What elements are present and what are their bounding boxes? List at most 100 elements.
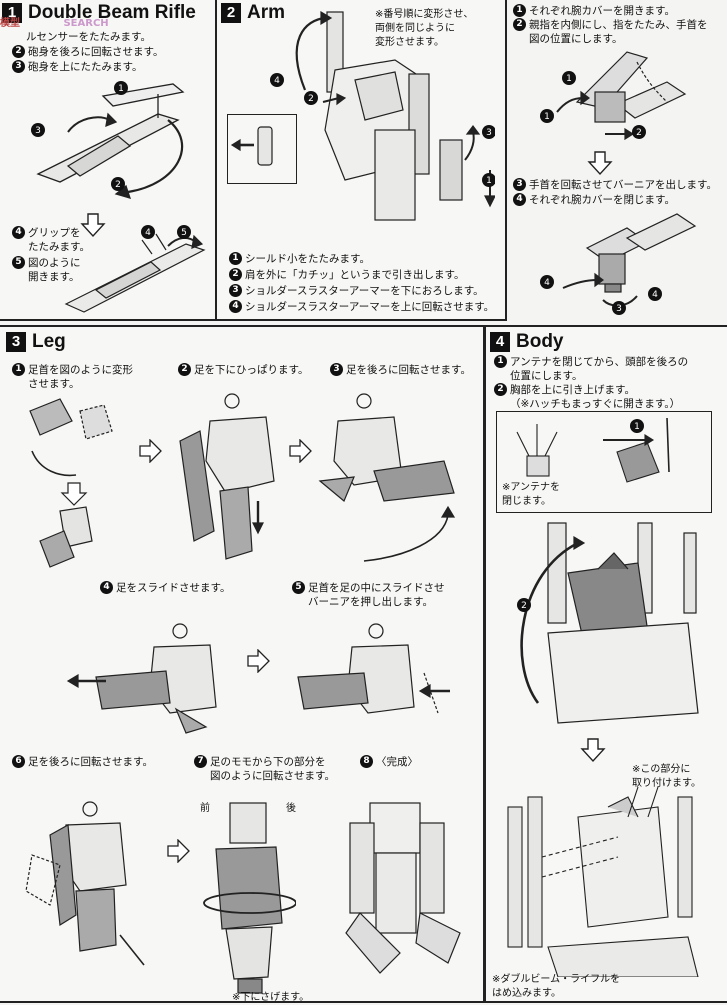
svg-text:5: 5 [181, 228, 187, 238]
section-rifle-panel: 1 Double Beam Rifle 模型 SEARCH ルセンサーをたたみま… [0, 0, 217, 321]
leg-slide-illustration [66, 617, 236, 737]
svg-text:1: 1 [634, 422, 640, 432]
step-text: 手首を回転させてバーニアを出します。 [529, 178, 717, 192]
step-text: ショルダースラスターアーマーを上に回転させます。 [245, 300, 494, 314]
svg-text:2: 2 [521, 601, 527, 611]
step-text: 足のモモから下の部分を 図のように回転させます。 [210, 755, 335, 783]
leg-step-5: 5足首を足の中にスライドさせ バーニアを押し出します。 [292, 581, 445, 609]
step-text: 足をスライドさせます。 [116, 581, 230, 595]
hand-closed-illustration: 4 4 3 [527, 208, 727, 318]
step-text: ショルダースラスターアーマーを下におろします。 [245, 284, 484, 298]
step-number: 7 [194, 755, 207, 768]
arm-step-1: 1シールド小をたたみます。 [229, 252, 370, 266]
section-body-header: 4 Body [490, 331, 564, 353]
rifle-step-1: ルセンサーをたたみます。 [26, 30, 151, 44]
svg-text:4: 4 [544, 278, 550, 288]
leg-pull-illustration [170, 381, 280, 581]
svg-text:3: 3 [35, 126, 41, 136]
shoulder-detail-box [227, 114, 297, 184]
section-number: 4 [490, 332, 510, 352]
svg-text:4: 4 [652, 290, 658, 300]
step-text: アンテナを閉じてから、頭部を後ろの 位置にします。 [510, 355, 688, 383]
section-title: Leg [32, 331, 66, 353]
step-number: 1 [494, 355, 507, 368]
svg-text:1: 1 [566, 74, 572, 84]
leg-step-1: 1足首を図のように変形 させます。 [12, 363, 133, 391]
rifle-grip-illustration: 4 5 [56, 224, 216, 314]
step-number: 6 [12, 755, 25, 768]
leg-step-6: 6足を後ろに回転させます。 [12, 755, 153, 769]
step-number: 3 [12, 60, 25, 73]
step-text: 砲身を後ろに回転させます。 [28, 45, 163, 59]
step-number: 1 [513, 4, 526, 17]
step-number: 2 [178, 363, 191, 376]
leg-thruster-illustration [278, 617, 458, 737]
step-text: 足首を図のように変形 させます。 [28, 363, 133, 391]
right-arrow-icon [288, 439, 312, 463]
down-arrow-icon [580, 737, 606, 763]
svg-text:3: 3 [616, 304, 622, 314]
step-number: 3 [229, 284, 242, 297]
step-number: 1 [12, 363, 25, 376]
step-text: 胸部を上に引き上げます。 （※ハッチもまっすぐに開きます。） [510, 383, 680, 411]
step-number: 4 [12, 226, 25, 239]
right-arrow-icon [138, 439, 162, 463]
svg-text:2: 2 [636, 128, 642, 138]
step-number: 3 [330, 363, 343, 376]
right-arrow-icon [166, 839, 190, 863]
leg-step-8: 8〈完成〉 [360, 755, 418, 769]
body-chest-illustration: 2 [488, 513, 727, 733]
step-text: 〈完成〉 [376, 755, 418, 769]
step-number: 5 [12, 256, 25, 269]
rifle-fold-illustration: 1 3 2 [8, 74, 218, 214]
svg-text:2: 2 [308, 94, 314, 104]
step-number: 5 [292, 581, 305, 594]
step-number: 3 [513, 178, 526, 191]
step-text: 足を後ろに回転させます。 [28, 755, 153, 769]
step-text: 肩を外に「カチッ」というまで引き出します。 [245, 268, 464, 282]
hand-open-illustration: 1 1 2 [517, 42, 717, 152]
step-number: 8 [360, 755, 373, 768]
shoulder-detail-illustration [228, 115, 296, 183]
svg-text:3: 3 [486, 128, 492, 138]
step-text: シールド小をたたみます。 [245, 252, 370, 266]
leg-complete-illustration [340, 783, 470, 983]
section-leg-header: 3 Leg [6, 331, 66, 353]
step-number: 4 [100, 581, 113, 594]
section-arm-panel: 2 Arm ※番号順に変形させ、 両側を同じように 変形させます。 4 2 3 … [215, 0, 507, 321]
note-rifle: ※ダブルビーム・ライフルを はめ込みます。 [492, 973, 620, 1001]
watermark-logo: 模型 [0, 18, 20, 29]
step-text: 足を後ろに回転させます。 [346, 363, 471, 377]
step-number: 2 [229, 268, 242, 281]
note-lower: ※下にさげます。 [232, 991, 309, 1005]
leg-back-rotate-illustration [20, 795, 160, 995]
watermark: 模型 SEARCH [0, 14, 109, 29]
step-number: 1 [229, 252, 242, 265]
svg-text:1: 1 [486, 176, 492, 186]
rifle-step-2: 2砲身を後ろに回転させます。 [12, 45, 163, 59]
svg-text:1: 1 [544, 112, 550, 122]
leg-step-3: 3足を後ろに回転させます。 [330, 363, 471, 377]
step-text: 足首を足の中にスライドさせ バーニアを押し出します。 [308, 581, 445, 609]
arm-step-4: 4ショルダースラスターアーマーを上に回転させます。 [229, 300, 494, 314]
step-text: それぞれ腕カバーを開きます。 [529, 4, 675, 18]
svg-text:1: 1 [118, 84, 124, 94]
step-number: 4 [229, 300, 242, 313]
svg-text:4: 4 [274, 76, 280, 86]
svg-text:2: 2 [115, 180, 121, 190]
section-title: Body [516, 331, 564, 353]
ankle-transform-illustration [20, 391, 130, 591]
thigh-rotate-illustration [196, 793, 296, 1003]
svg-text:4: 4 [145, 228, 151, 238]
